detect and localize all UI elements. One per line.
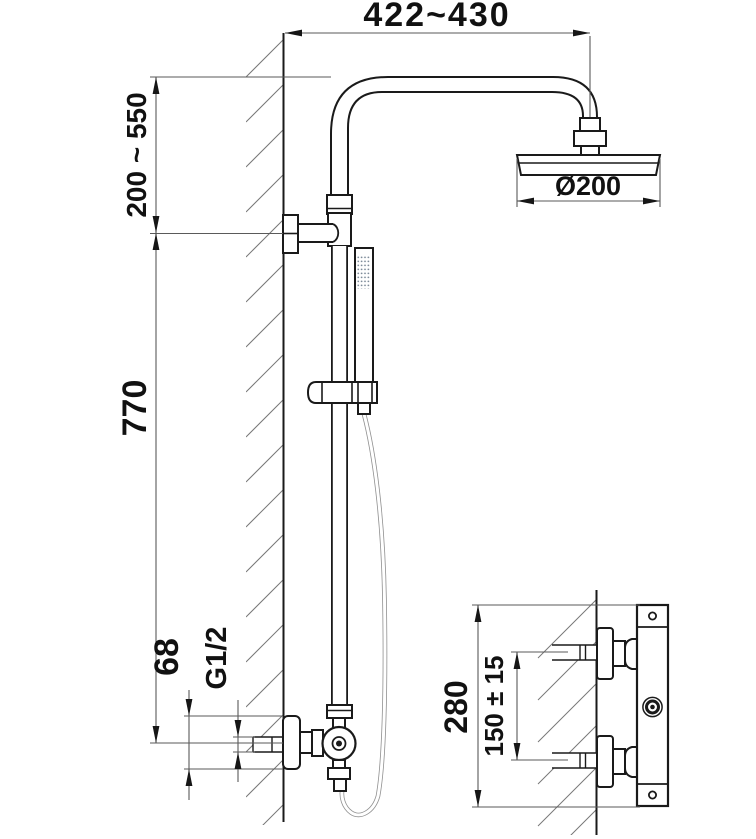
dim-head-diameter: Ø200 (516, 159, 661, 207)
dim-inlet-spacing-label: 150 ± 15 (479, 655, 509, 756)
valve-body-rear (635, 603, 670, 808)
dim-top-width-label: 422~430 (363, 0, 510, 34)
valve-inlet (282, 715, 324, 770)
hand-shower (354, 247, 374, 404)
dim-rail-height-label: 770 (116, 380, 154, 437)
dim-valve-length: 280 (438, 604, 640, 808)
dim-height-range: 200 ~ 550 (121, 76, 331, 235)
wall-bracket (282, 214, 299, 254)
bracket-arm (297, 223, 340, 243)
slider-holder (306, 381, 378, 404)
screw-hole-top (648, 611, 658, 621)
g12-nipple (252, 736, 283, 753)
outlet-connector (327, 759, 351, 792)
dim-valve-length-label: 280 (438, 680, 474, 733)
screw-hole-bottom (648, 790, 658, 800)
dim-thread-size-label: G1/2 (201, 627, 233, 690)
detail-inlet-top (596, 627, 639, 680)
shower-head (515, 154, 662, 176)
dim-inlet-spacing: 150 ± 15 (479, 651, 568, 761)
head-connector (573, 117, 607, 156)
dim-flange-diameter: 68 (148, 638, 283, 800)
diverter-valve (321, 725, 357, 762)
upper-coupling (326, 194, 353, 215)
detail-inlet-pipes (552, 644, 597, 769)
hand-shower-stem (357, 402, 371, 415)
shower-hose (339, 413, 388, 818)
dim-height-range-label: 200 ~ 550 (121, 92, 152, 217)
detail-view (537, 590, 670, 835)
spray-face (357, 255, 371, 289)
dim-head-diameter-label: Ø200 (555, 171, 621, 201)
dim-rail-height: 770 (116, 233, 283, 744)
detail-wall-hatching (537, 599, 597, 835)
riser-pipe (330, 246, 349, 706)
dim-thread-size: G1/2 (201, 627, 255, 782)
dim-top-width: 422~430 (285, 0, 591, 117)
dim-flange-diameter-label: 68 (148, 638, 186, 676)
wall-hatching (246, 39, 284, 825)
lower-coupling (326, 704, 353, 719)
detail-inlet-bottom (596, 735, 639, 788)
valve-knob (642, 696, 663, 718)
